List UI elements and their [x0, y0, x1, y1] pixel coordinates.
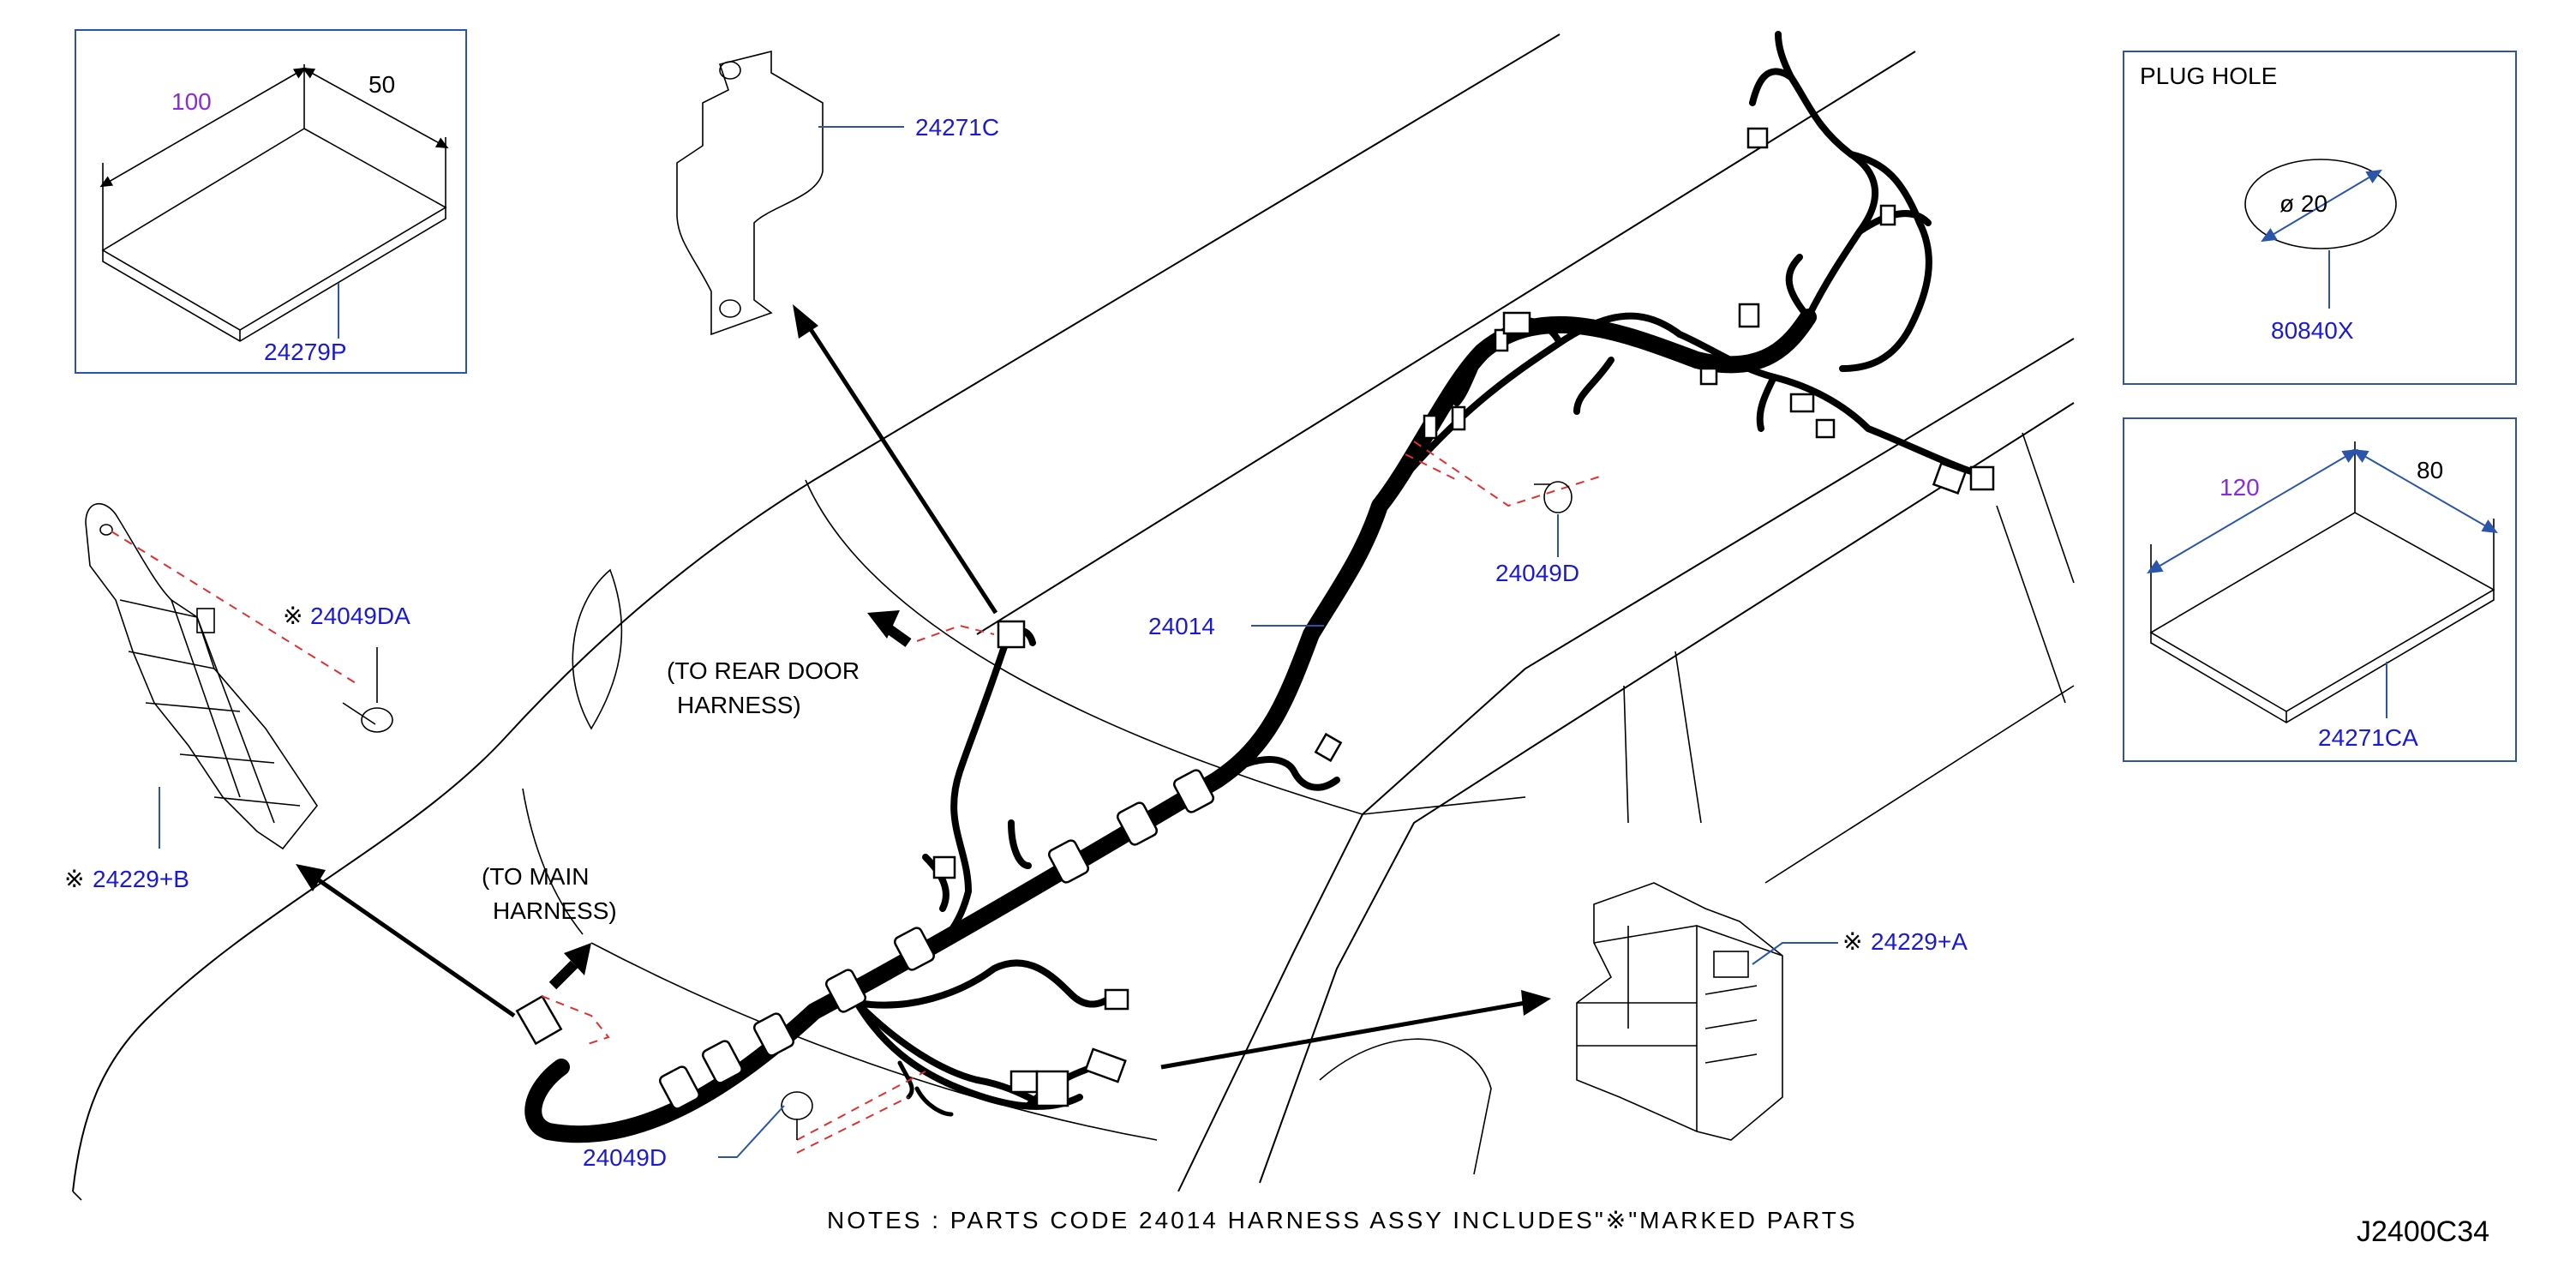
part-label-24049da: 24049DA	[310, 603, 410, 629]
asterisk-24229a: ※	[1842, 928, 1862, 955]
harness-label-24014: 24014	[1148, 613, 1324, 639]
pad-24271ca-width: 80	[2417, 457, 2443, 483]
callout-text: (TO REAR DOOR HARNESS) (TO MAIN HARNESS)	[482, 657, 860, 924]
bolt-24049d-bottom: 24049D	[583, 1071, 926, 1171]
part-label-24049d-top: 24049D	[1495, 560, 1579, 586]
harness-24014	[515, 31, 1995, 1143]
diagram-reference: J2400C34	[2357, 1215, 2489, 1248]
bolt-24049d-top: 24049D	[1405, 441, 1603, 586]
part-label-24229b: 24229+B	[93, 866, 189, 892]
asterisk-24229b: ※	[64, 866, 84, 892]
callout-rear-door-line2: HARNESS)	[677, 692, 801, 718]
bracket-24271c: 24271C	[676, 50, 999, 336]
inset-plug-hole: PLUG HOLE ø 20 80840X	[2123, 51, 2517, 385]
callout-main-line2: HARNESS)	[493, 897, 617, 924]
asterisk-24049da: ※	[283, 603, 303, 629]
vehicle-body-outline	[72, 33, 2075, 1201]
part-label-24014: 24014	[1148, 613, 1215, 639]
notes-text: NOTES : PARTS CODE 24014 HARNESS ASSY IN…	[827, 1207, 1858, 1233]
callout-main-line1: (TO MAIN	[482, 863, 589, 890]
plug-hole-diameter: ø 20	[2279, 190, 2327, 217]
part-label-24049d-bottom: 24049D	[583, 1144, 667, 1171]
inset-pad-24279p: 100 50 24279P	[75, 29, 467, 374]
callout-arrows	[296, 304, 1551, 1070]
part-label-24271ca: 24271CA	[2318, 724, 2418, 751]
part-label-24229a: 24229+A	[1871, 928, 1968, 955]
pad-24279p-length: 100	[171, 88, 212, 115]
part-label-80840x: 80840X	[2271, 317, 2354, 344]
bolt-24049da: ※ 24049DA	[111, 531, 410, 733]
plug-hole-title: PLUG HOLE	[2140, 63, 2277, 89]
part-label-24271c: 24271C	[915, 114, 999, 141]
pad-24271ca-length: 120	[2220, 474, 2260, 501]
pad-24279p-width: 50	[368, 71, 395, 98]
callout-rear-door-line1: (TO REAR DOOR	[667, 657, 860, 684]
bracket-24229b: ※ 24229+B	[64, 502, 318, 892]
bracket-24229a: ※ 24229+A	[1576, 882, 1968, 1141]
inset-pad-24271ca: 120 80 24271CA	[2123, 417, 2517, 762]
part-label-24279p: 24279P	[264, 339, 347, 365]
